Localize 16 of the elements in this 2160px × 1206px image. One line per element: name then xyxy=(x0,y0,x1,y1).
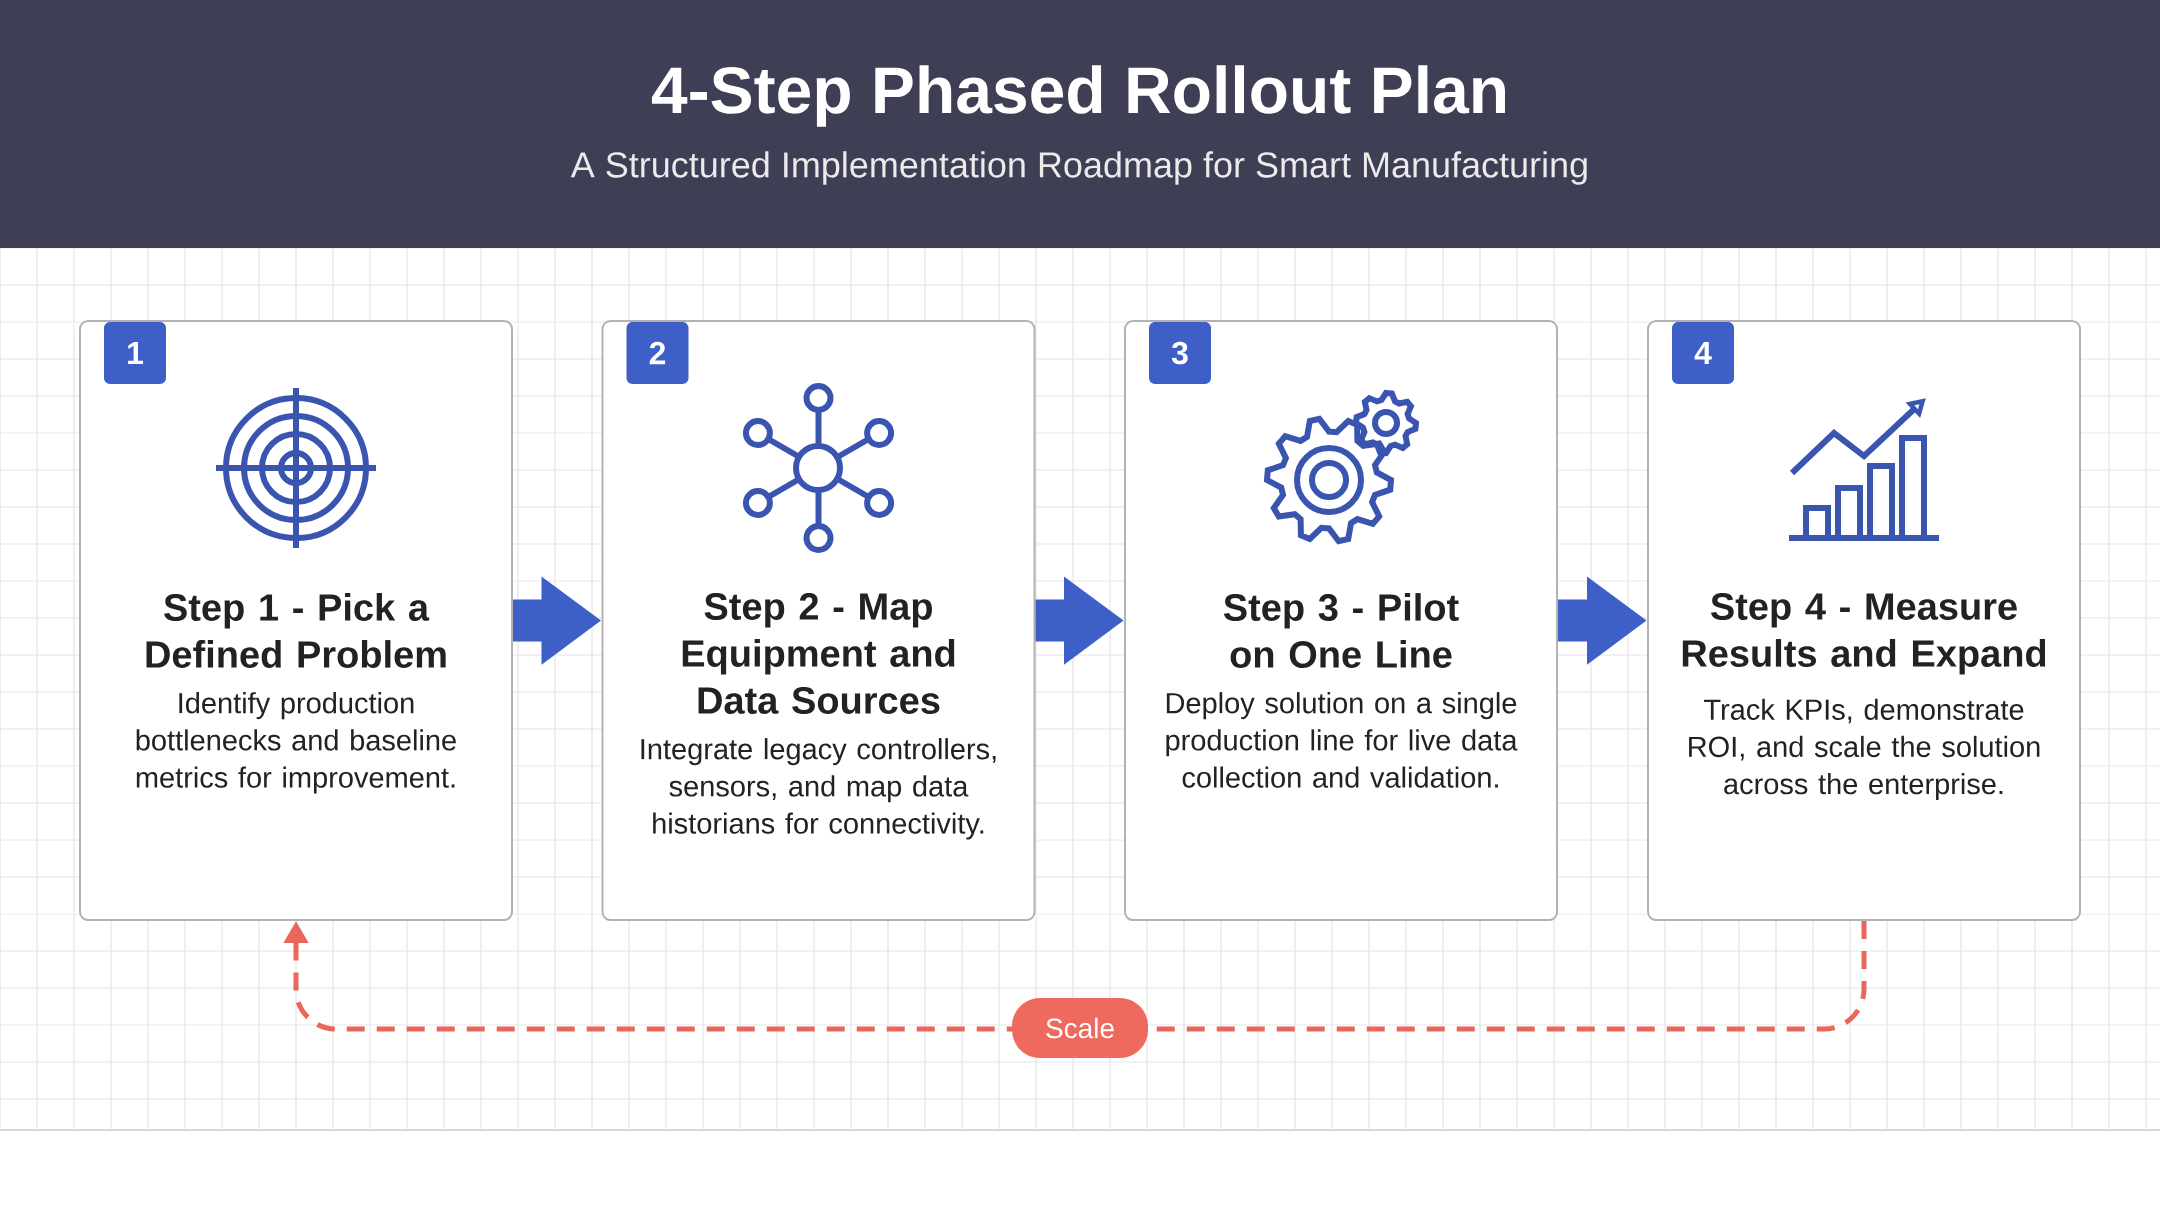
subtitle: A Structured Implementation Roadmap for Smart Manufacturing xyxy=(570,151,1587,185)
edge-label: Scale xyxy=(1012,998,1148,1058)
card-description: Identify production bottlenecks and baseline metrics for improvement. xyxy=(136,692,456,794)
title: 4-Step Phased Rollout Plan xyxy=(651,65,1505,127)
card-title: Step 2 - Map Equipment and Data Sources xyxy=(682,593,955,714)
step-badge: 4 xyxy=(1672,322,1734,384)
card-description: Integrate legacy controllers, sensors, and map data historians for connectivity. xyxy=(641,738,996,840)
step-badge: 3 xyxy=(1149,322,1211,384)
card-title: Step 3 - Pilot on One Line xyxy=(1223,593,1459,668)
arrow xyxy=(283,921,1867,1032)
card-description: Deploy solution on a single production line for live data collection and validation. xyxy=(1166,692,1518,788)
card-title: Step 4 - Measure Results and Expand xyxy=(1682,593,2046,675)
step-badge: 2 xyxy=(626,322,689,384)
card-title: Step 1 - Pick a Defined Problem xyxy=(146,593,446,668)
card-description: Track KPIs, demonstrate ROI, and scale the solution across the enterprise. xyxy=(1689,698,2040,801)
step-badge: 1 xyxy=(104,322,166,384)
